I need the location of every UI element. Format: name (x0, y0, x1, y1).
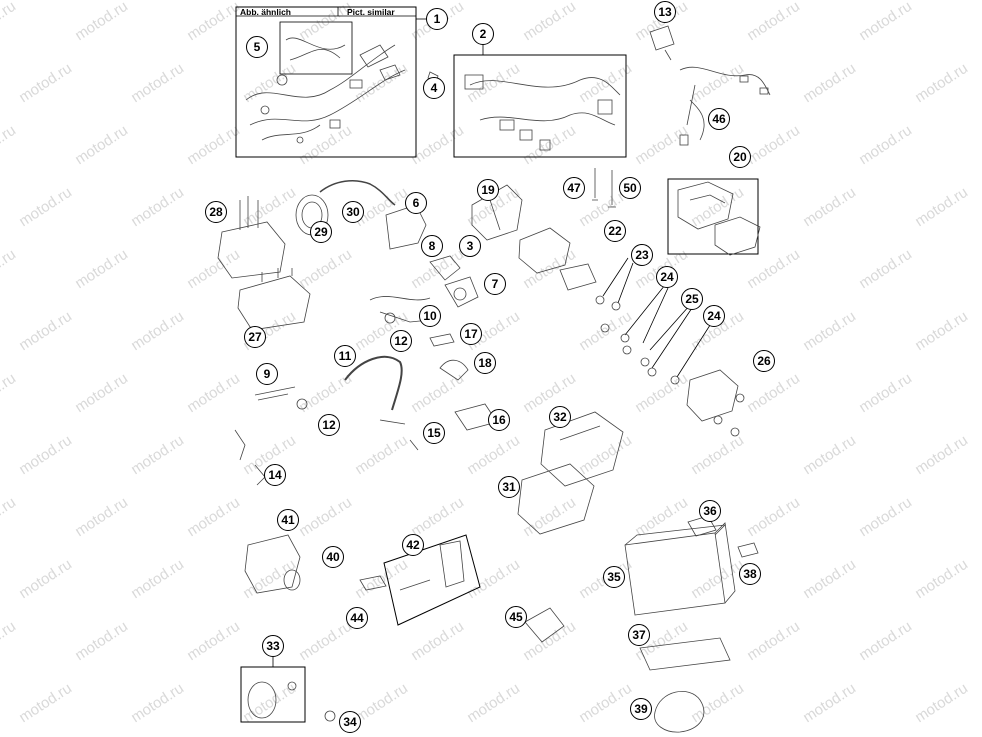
callout-10[interactable]: 10 (419, 305, 441, 327)
main-harness-frame (453, 54, 627, 158)
callout-11[interactable]: 11 (334, 345, 356, 367)
callout-4[interactable]: 4 (423, 77, 445, 99)
callout-30[interactable]: 30 (342, 201, 364, 223)
callout-28[interactable]: 28 (205, 201, 227, 223)
callout-36[interactable]: 36 (699, 500, 721, 522)
callout-24b[interactable]: 24 (703, 305, 725, 327)
callout-20[interactable]: 20 (729, 146, 751, 168)
callout-12[interactable]: 12 (390, 330, 412, 352)
callout-19[interactable]: 19 (477, 179, 499, 201)
callout-23[interactable]: 23 (631, 244, 653, 266)
callout-25[interactable]: 25 (681, 288, 703, 310)
label-pict-similar: Pict. similar (347, 7, 395, 17)
callout-9[interactable]: 9 (256, 363, 278, 385)
callout-46[interactable]: 46 (708, 108, 730, 130)
callout-1[interactable]: 1 (426, 8, 448, 30)
callout-2[interactable]: 2 (472, 23, 494, 45)
callout-12b[interactable]: 12 (318, 414, 340, 436)
callout-26[interactable]: 26 (753, 350, 775, 372)
callout-22[interactable]: 22 (604, 220, 626, 242)
starter-relay-frame (383, 534, 481, 626)
callout-45[interactable]: 45 (505, 606, 527, 628)
callout-34[interactable]: 34 (339, 711, 361, 733)
callout-14[interactable]: 14 (264, 464, 286, 486)
callout-5[interactable]: 5 (246, 36, 268, 58)
harness-frame (235, 6, 417, 158)
callout-33[interactable]: 33 (262, 635, 284, 657)
callout-3[interactable]: 3 (459, 235, 481, 257)
callout-39[interactable]: 39 (630, 698, 652, 720)
callout-8[interactable]: 8 (421, 235, 443, 257)
callout-13[interactable]: 13 (654, 1, 676, 23)
callout-15[interactable]: 15 (423, 422, 445, 444)
callout-44[interactable]: 44 (346, 607, 368, 629)
callout-17[interactable]: 17 (460, 323, 482, 345)
label-abb-ahnlich: Abb. ähnlich (240, 7, 291, 17)
callout-24[interactable]: 24 (656, 266, 678, 288)
callout-18[interactable]: 18 (474, 352, 496, 374)
callout-35[interactable]: 35 (603, 566, 625, 588)
callout-32[interactable]: 32 (549, 406, 571, 428)
callout-6[interactable]: 6 (405, 192, 427, 214)
callout-40[interactable]: 40 (322, 546, 344, 568)
callout-37[interactable]: 37 (628, 624, 650, 646)
callout-29[interactable]: 29 (310, 221, 332, 243)
callout-27[interactable]: 27 (244, 326, 266, 348)
callout-31[interactable]: 31 (498, 476, 520, 498)
callout-50[interactable]: 50 (619, 177, 641, 199)
horn-frame (240, 666, 306, 723)
sub-harness-frame (279, 21, 353, 75)
callout-7[interactable]: 7 (484, 273, 506, 295)
callout-16[interactable]: 16 (488, 409, 510, 431)
callout-42[interactable]: 42 (402, 534, 424, 556)
callout-47[interactable]: 47 (563, 177, 585, 199)
callout-41[interactable]: 41 (277, 509, 299, 531)
callout-38[interactable]: 38 (739, 563, 761, 585)
relay-holder-frame (667, 178, 759, 255)
